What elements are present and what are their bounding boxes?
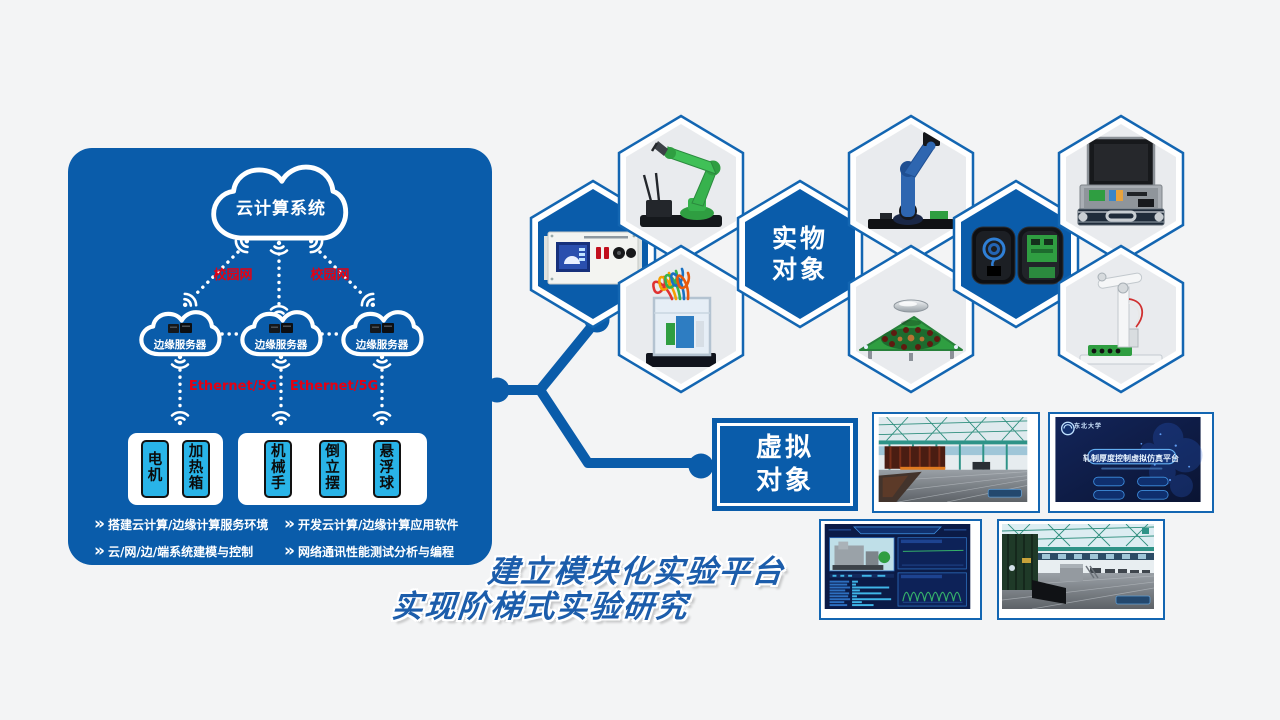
dotted-links [178,250,384,412]
bullet-item: » 开发云计算/边缘计算应用软件 [284,514,458,534]
edge-server-label: 边缘服务器 [254,339,308,351]
simulation-platform-title: 轧制厚度控制虚拟仿真平台 [1083,454,1179,463]
plant-group-robot-pendulum-ball: 机械手 倒立摆 悬浮球 [238,433,427,505]
bullet-text: 搭建云计算/边缘计算服务环境 [107,517,269,532]
plant-box-heater: 加热箱 [182,440,210,498]
hexagon-magnetic-levitation-board [844,243,978,395]
hexagon-aluminum-experiment-kit [1054,113,1188,265]
physical-objects-label: 实物 对象 [771,223,828,284]
hexagon-pendulum-arm-device [1054,243,1188,395]
bullet-text: 云/网/边/端系统建模与控制 [107,544,254,559]
ethernet-5g-label: Ethernet/5G [188,379,278,394]
maglev-photo [859,299,963,361]
bullet-item: » 云/网/边/端系统建模与控制 [94,541,253,561]
edge-server-label: 边缘服务器 [153,339,207,351]
bullet-item: » 搭建云计算/边缘计算服务环境 [94,514,268,534]
control-dashboard-screenshot [819,519,982,620]
double-chevron-icon: » [284,514,295,534]
plant-box-label: 电机 [147,452,163,484]
ethernet-5g-label: Ethernet/5G [289,379,379,394]
controller-case-photo [971,226,1064,285]
instrument-photo [544,231,642,285]
plant-box-motor: 电机 [141,440,169,498]
hexagon-portable-controller-case [949,178,1083,330]
virtual-factory-screenshot-2 [997,519,1165,620]
cloud-platform-panel: 云计算系统 校园网 校园网 边缘服务器 边缘服务器 边缘服务器 Ethernet… [68,148,492,565]
double-chevron-icon: » [94,514,105,534]
cloud-system-title: 云计算系统 [236,199,326,219]
network-diagram [68,148,492,427]
double-chevron-icon: » [284,541,295,561]
bullet-text: 网络通讯性能测试分析与编程 [297,544,454,559]
double-chevron-icon: » [94,541,105,561]
virtual-objects-label: 虚拟 对象 [717,423,853,506]
university-logo-text: 东北大学 [1074,423,1103,430]
plant-box-inverted-pendulum: 倒立摆 [318,440,347,498]
campus-network-label: 校园网 [213,268,253,283]
bullet-text: 开发云计算/边缘计算应用软件 [297,517,459,532]
edge-server-label: 边缘服务器 [355,339,409,351]
plant-box-levitation-ball: 悬浮球 [372,440,401,498]
plant-box-robot-arm: 机械手 [264,440,293,498]
hexagon-green-robot-arm [614,113,748,265]
campus-network-label: 校园网 [310,268,350,283]
simulation-menu-screenshot: 东北大学 轧制厚度控制虚拟仿真平台 [1048,412,1214,513]
bullet-item: » 网络通讯性能测试分析与编程 [284,541,454,561]
green-robot-photo [640,141,722,227]
experiment-kit-photo [1077,136,1165,226]
hexagon-blue-robot-arm [844,113,978,265]
virtual-objects-box: 虚拟 对象 [712,418,858,511]
plant-box-label: 悬浮球 [379,444,395,492]
plant-box-label: 机械手 [271,444,286,492]
plant-box-label: 加热箱 [188,444,204,492]
blue-robot-photo [868,132,954,229]
hexagon-heating-box [614,243,748,395]
pendulum-device-photo [1079,272,1163,365]
hexagon-physical-objects: 实物 对象 [733,178,867,330]
plant-group-motor-heater: 电机 加热箱 [128,433,223,505]
plant-box-label: 倒立摆 [325,444,340,492]
virtual-factory-screenshot-1 [872,412,1040,513]
heating-box-photo [646,267,716,367]
slogan-line-2: 实现阶梯式实验研究 [390,589,691,625]
